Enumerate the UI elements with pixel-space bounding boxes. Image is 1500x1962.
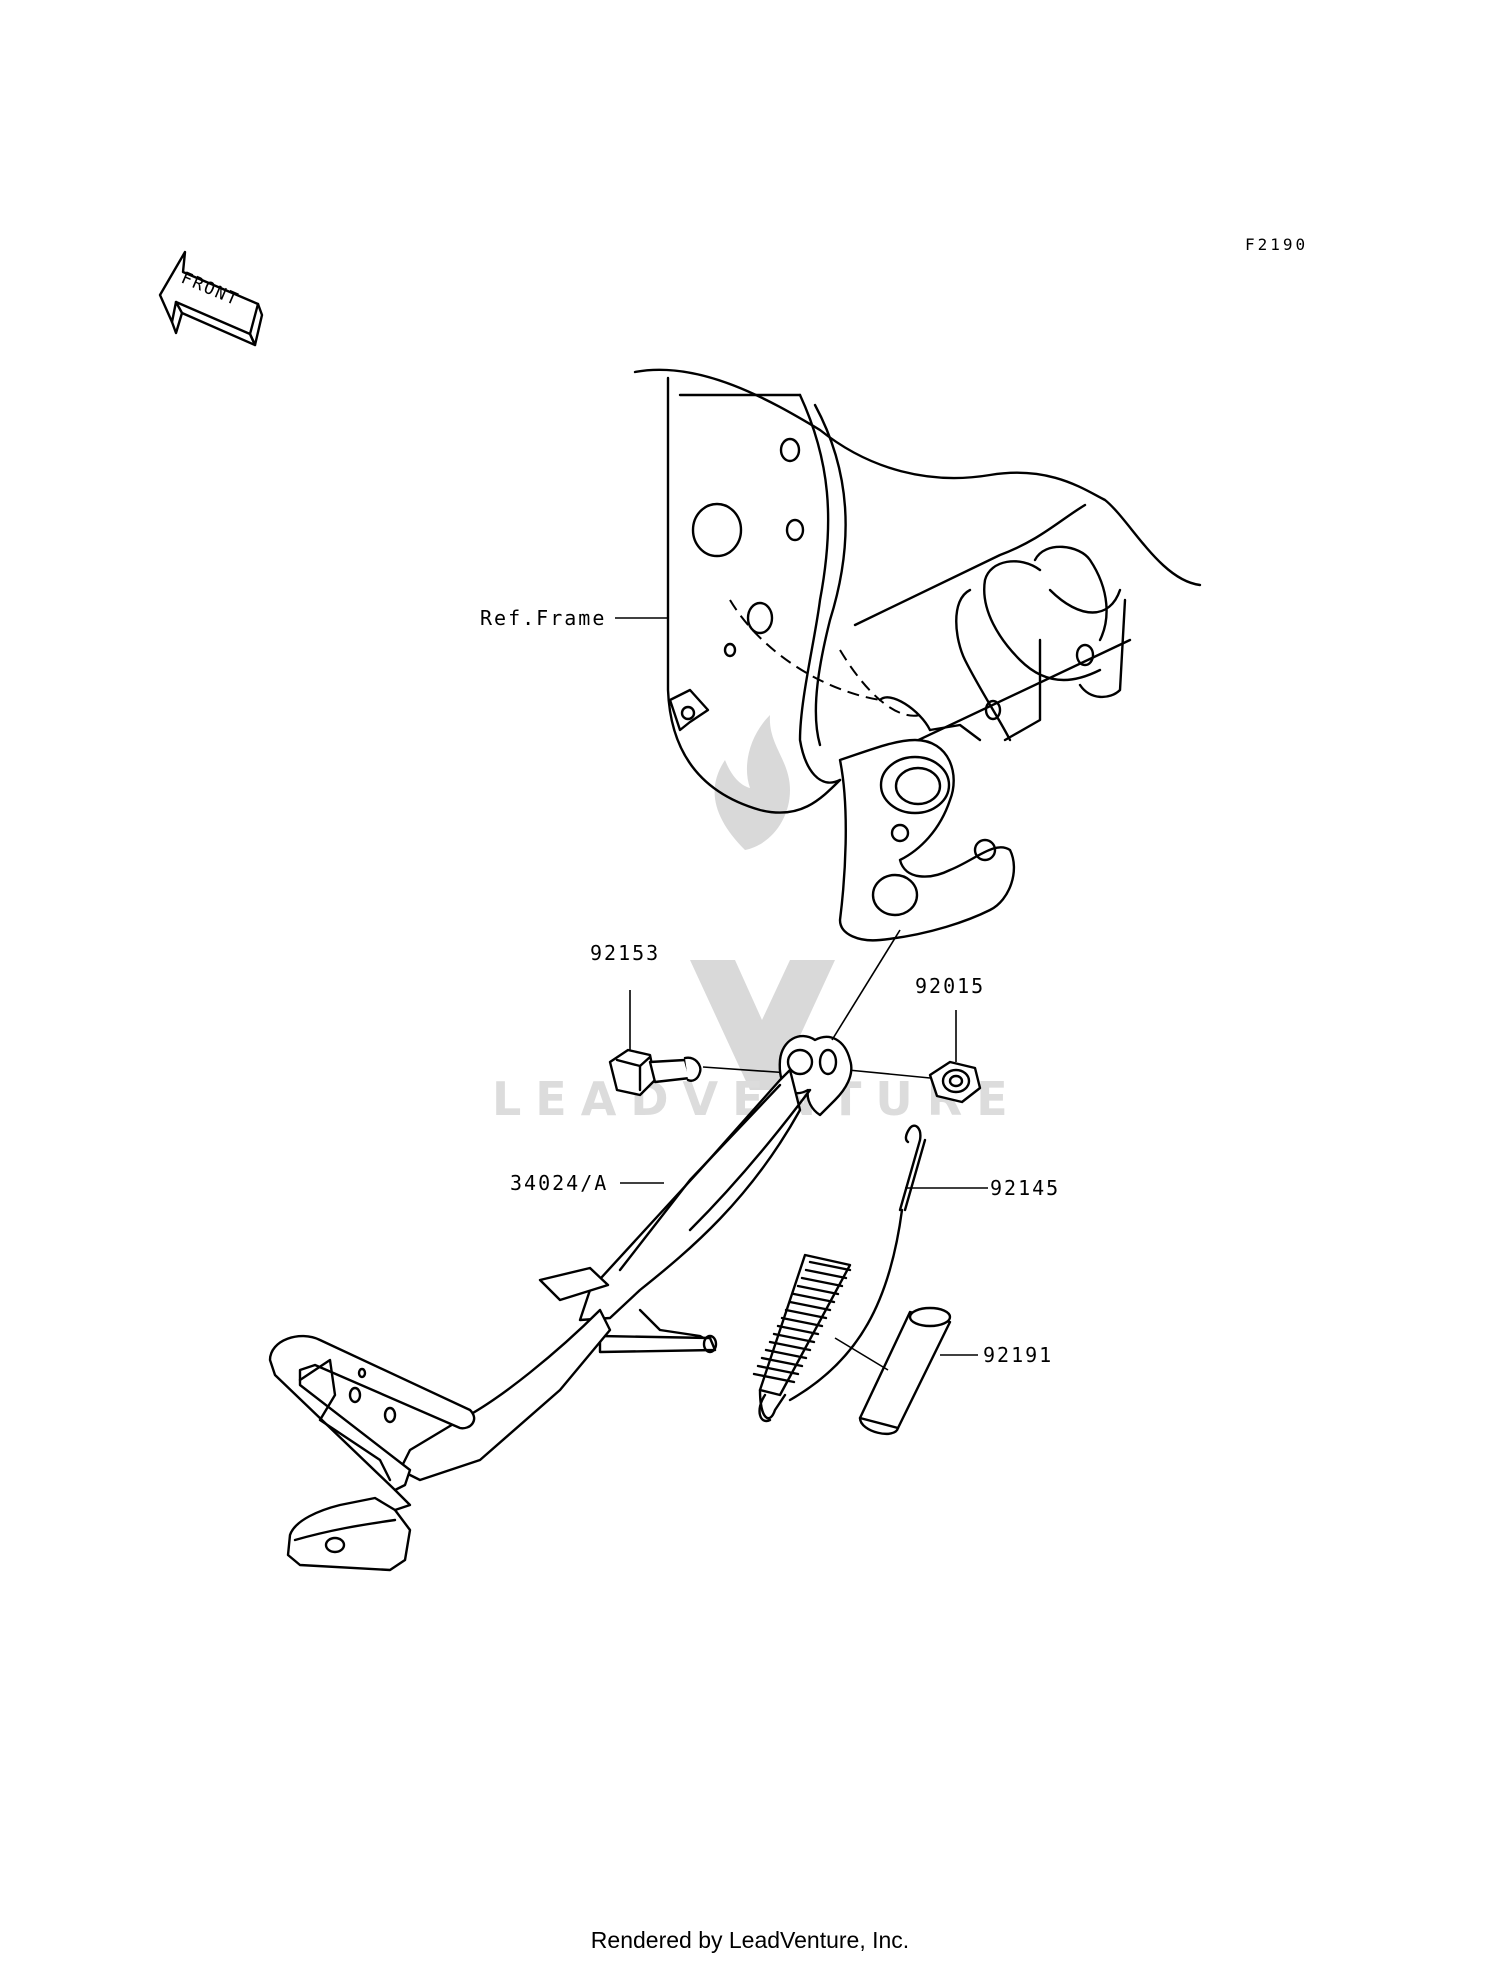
label-92015: 92015 [915,974,985,998]
watermark-v-icon [690,960,835,1090]
figure-code: F2190 [1245,235,1308,254]
ref-frame-drawing [633,368,1202,942]
label-92191: 92191 [983,1343,1053,1367]
side-stand-34024-drawing [268,1034,853,1572]
sleeve-92191-drawing [834,1306,978,1435]
label-ref-frame: Ref.Frame [480,606,606,630]
nut-92015-drawing [847,1060,982,1104]
bolt-92153-drawing [608,1048,791,1097]
label-34024a: 34024/A [510,1171,608,1195]
front-arrow-icon: FRONT [158,250,264,347]
label-92145: 92145 [990,1176,1060,1200]
leader-bracket-stand [831,929,901,1041]
watermark-flame-icon [714,715,790,850]
front-arrow-label: FRONT [178,268,242,310]
rendered-by-footer: Rendered by LeadVenture, Inc. [591,1927,909,1953]
label-92153: 92153 [590,941,660,965]
spring-92145-drawing [752,1124,988,1423]
